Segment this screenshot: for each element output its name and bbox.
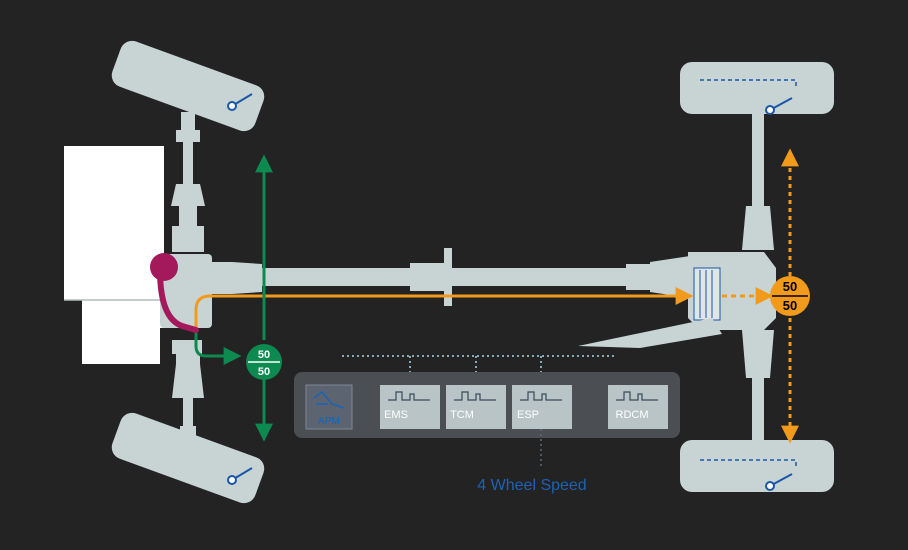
front-split-bottom: 50 bbox=[258, 366, 270, 378]
rear-split-bottom: 50 bbox=[783, 298, 797, 313]
wheel-speed-caption: 4 Wheel Speed bbox=[477, 477, 586, 494]
ptu-indicator bbox=[150, 253, 199, 333]
front-split-badge: 50 50 bbox=[246, 344, 282, 380]
rdcm-module: RDCM bbox=[608, 385, 668, 429]
esp-label: ESP bbox=[517, 409, 539, 421]
tcm-label: TCM bbox=[450, 409, 474, 421]
rear-left-wheel bbox=[680, 62, 834, 115]
apm-module: APM bbox=[305, 384, 353, 430]
front-axle bbox=[111, 40, 265, 504]
propshaft bbox=[262, 248, 690, 306]
rear-right-wheel bbox=[680, 440, 834, 492]
engine bbox=[64, 146, 172, 364]
front-torque-flow bbox=[194, 154, 273, 442]
rear-torque-flow bbox=[194, 148, 799, 444]
apm-label: APM bbox=[318, 416, 340, 427]
ems-module: EMS bbox=[380, 385, 440, 429]
esp-module: ESP bbox=[512, 385, 572, 429]
front-left-wheel bbox=[111, 40, 265, 132]
rear-split-badge: 50 50 bbox=[770, 276, 810, 316]
rear-split-top: 50 bbox=[783, 279, 797, 294]
rdcm-label: RDCM bbox=[616, 409, 649, 421]
tcm-module: TCM bbox=[446, 385, 506, 429]
ems-label: EMS bbox=[384, 409, 408, 421]
rear-axle bbox=[578, 62, 834, 492]
control-module-panel: APM EMS TCM ESP RDCM bbox=[294, 355, 680, 468]
front-right-wheel bbox=[111, 412, 265, 504]
front-split-top: 50 bbox=[258, 349, 270, 361]
